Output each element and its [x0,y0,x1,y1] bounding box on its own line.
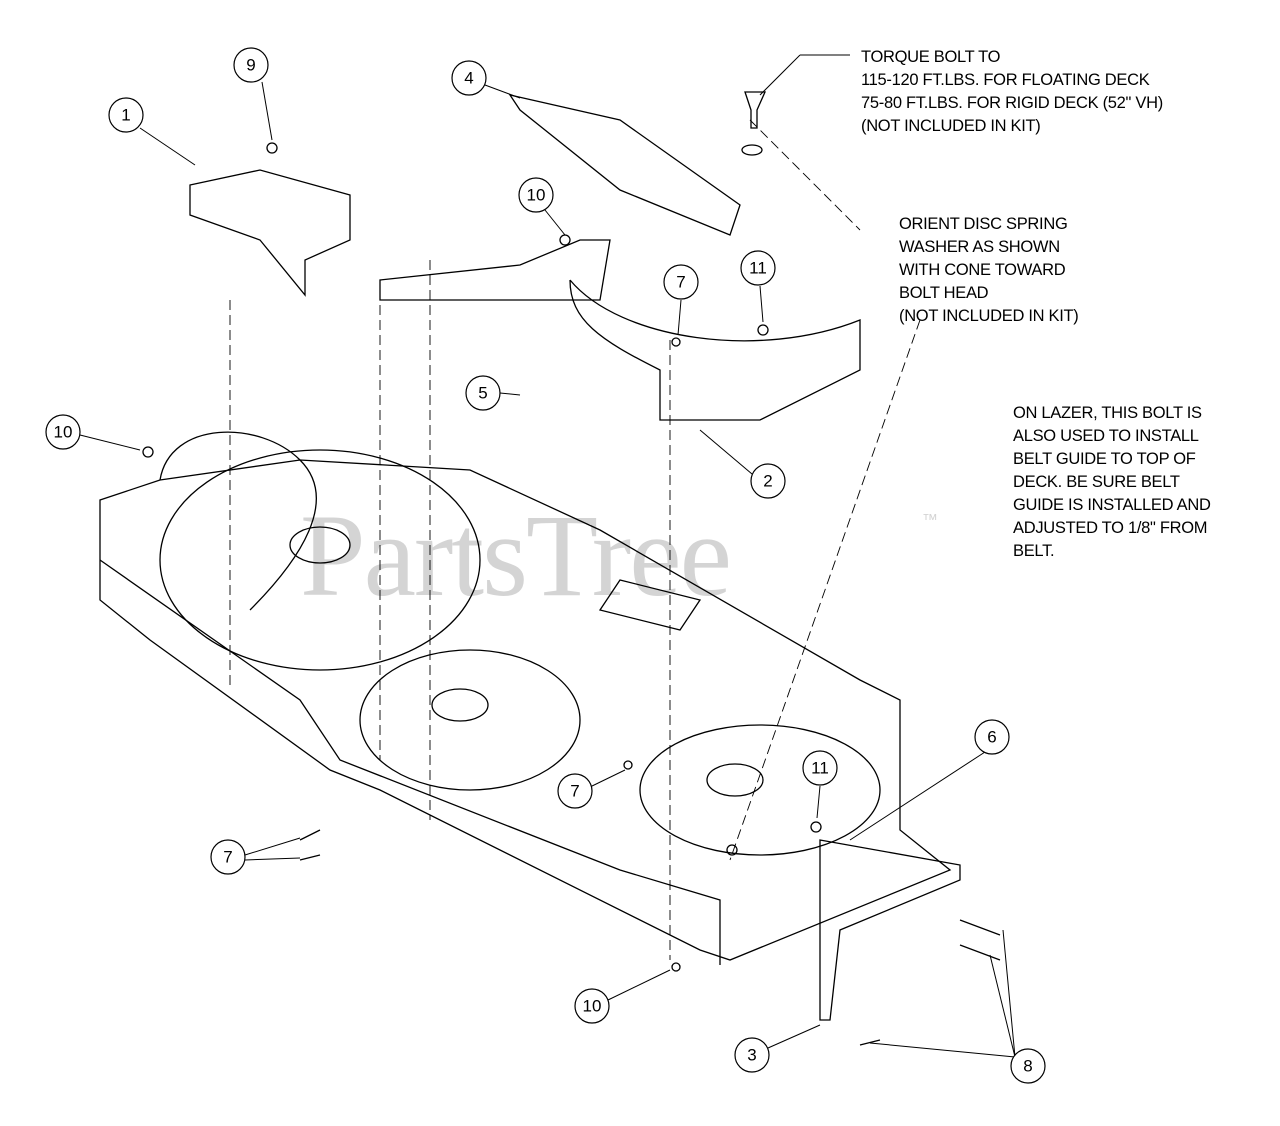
belt-guard-2 [569,279,861,421]
callout-10: 10 [518,177,554,213]
callout-3: 3 [734,1037,770,1073]
svg-text:4: 4 [464,69,473,88]
callout-7: 7 [557,773,593,809]
deflector [598,579,702,631]
svg-text:7: 7 [676,273,685,292]
lazer-note: ON LAZER, THIS BOLT IS ALSO USED TO INST… [1013,404,1211,560]
watermark: PartsTree [300,490,732,621]
center-spindle-disc [359,649,581,791]
svg-text:9: 9 [246,56,255,75]
callouts: 9 1 4 10 7 11 5 10 2 6 11 7 7 10 3 8 [45,47,1046,1084]
deck-baffle [159,431,317,611]
callout-7: 7 [210,839,246,875]
svg-text:2: 2 [763,472,772,491]
callout-6: 6 [974,719,1010,755]
left-spindle-disc [159,449,481,671]
leader-lines [79,54,1016,1058]
callout-10: 10 [45,414,81,450]
baffle-center [379,239,611,301]
callout-9: 9 [233,47,269,83]
svg-text:6: 6 [987,728,996,747]
svg-text:11: 11 [811,759,829,778]
svg-text:7: 7 [570,782,579,801]
callout-11: 11 [740,250,776,286]
svg-text:10: 10 [54,423,73,442]
callout-10: 10 [574,988,610,1024]
svg-text:11: 11 [749,259,767,278]
svg-text:1: 1 [121,106,130,125]
svg-text:3: 3 [747,1046,756,1065]
callout-1: 1 [108,97,144,133]
svg-text:7: 7 [223,848,232,867]
rear-bracket [819,839,961,1021]
torque-note: TORQUE BOLT TO 115-120 FT.LBS. FOR FLOAT… [861,48,1163,135]
svg-text:8: 8 [1023,1057,1032,1076]
washer-note: ORIENT DISC SPRING WASHER AS SHOWN WITH … [899,215,1079,325]
callout-11: 11 [802,750,838,786]
right-spindle-disc [639,724,881,856]
svg-text:5: 5 [478,384,487,403]
deck-housing [99,459,952,961]
svg-text:10: 10 [583,997,602,1016]
deck-front-skirt [99,559,721,965]
callout-7: 7 [663,264,699,300]
callout-5: 5 [465,375,501,411]
callout-4: 4 [451,60,487,96]
blade [508,94,741,236]
watermark-trademark: ™ [922,512,938,529]
callout-2: 2 [750,463,786,499]
belt-guard-1 [189,169,351,297]
svg-text:10: 10 [527,186,546,205]
callout-8: 8 [1010,1048,1046,1084]
